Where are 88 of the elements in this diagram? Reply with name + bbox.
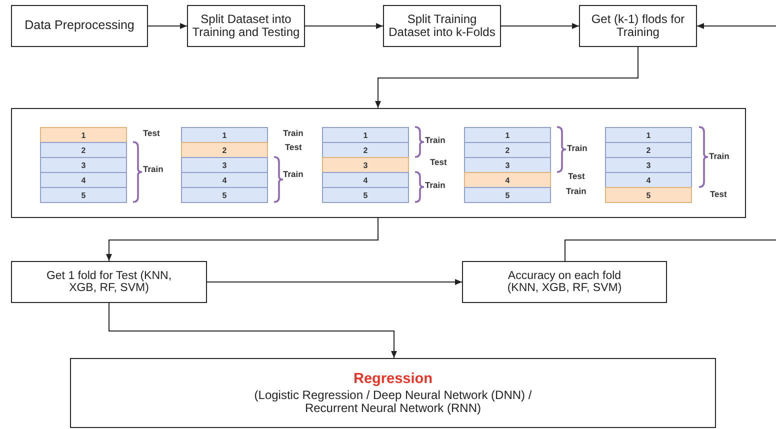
fold-role-label: Train: [283, 128, 304, 138]
fold-role-label: Test: [430, 157, 447, 167]
heading: Regression: [354, 372, 432, 388]
train-fold-cell: [464, 127, 551, 143]
fold-role-label: Test: [285, 142, 302, 152]
process-box: [579, 5, 697, 47]
train-fold-cell: [40, 157, 127, 173]
fold-role-label: Train: [709, 151, 730, 161]
fold-number: 4: [222, 176, 227, 184]
train-fold-cell: [322, 172, 409, 188]
fold-number: 5: [646, 190, 651, 200]
fold-role-label: Train: [425, 180, 446, 190]
fold-role-label: Test: [568, 171, 585, 181]
fold-number: 1: [646, 130, 651, 140]
fold-role-label: Train: [283, 169, 304, 179]
step-label: Split Dataset into Training and Testing: [191, 13, 301, 39]
test-fold-cell: [40, 127, 127, 143]
train-fold-cell: [40, 142, 127, 158]
fold-number: 3: [505, 160, 510, 170]
fold-role-label: Train: [143, 164, 164, 174]
fold-number: 4: [81, 176, 86, 184]
test-fold-cell: [181, 142, 268, 158]
test-fold-cell: [464, 172, 551, 188]
process-box: [187, 5, 305, 47]
connector-line: [564, 240, 776, 262]
step-label: Data Preprocessing: [24, 19, 134, 33]
fold-number: 3: [363, 160, 368, 170]
folds-panel: [11, 108, 746, 218]
test-fold-cell: [605, 187, 692, 203]
fold-role-label: Train: [566, 186, 586, 196]
fold-number: 2: [646, 146, 651, 154]
train-fold-cell: [181, 172, 268, 188]
fold-number: 5: [363, 190, 368, 200]
step-label: Split Training Dataset into k-Folds: [388, 13, 496, 39]
fold-role-label: Test: [710, 189, 727, 199]
fold-number: 3: [222, 160, 227, 170]
train-fold-cell: [464, 142, 551, 158]
fold-number: 2: [505, 146, 510, 154]
process-box: [383, 5, 501, 47]
fold-number: 4: [363, 176, 368, 184]
fold-number: 3: [646, 160, 651, 170]
arrow: [206, 279, 462, 285]
process-box: [11, 5, 148, 47]
train-fold-cell: [181, 157, 268, 173]
train-fold-cell: [40, 172, 127, 188]
step-label: Get 1 fold for Test (KNN, XGB, RF, SVM): [45, 270, 173, 294]
arrow: [696, 23, 776, 29]
fold-number: 1: [363, 130, 368, 140]
fold-number: 4: [646, 176, 651, 184]
fold-number: 1: [222, 130, 227, 140]
process-box: [462, 261, 667, 303]
fold-number: 5: [505, 190, 510, 200]
fold-role-label: Test: [143, 128, 160, 138]
arrow: [375, 46, 638, 108]
arrow: [108, 302, 397, 358]
train-fold-cell: [322, 127, 409, 143]
fold-number: 3: [81, 160, 86, 170]
fold-number: 2: [222, 146, 227, 154]
train-fold-cell: [605, 127, 692, 143]
fold-role-label: Train: [567, 143, 588, 153]
train-fold-cell: [40, 187, 127, 203]
fold-number: 5: [222, 190, 227, 200]
fold-number: 1: [81, 130, 86, 140]
train-fold-cell: [605, 157, 692, 173]
fold-number: 4: [505, 176, 510, 184]
train-fold-cell: [322, 187, 409, 203]
train-fold-cell: [605, 172, 692, 188]
train-fold-cell: [605, 142, 692, 158]
process-box: [11, 261, 207, 303]
step-label: Get (k-1) flods for Training: [590, 13, 686, 39]
arrow: [148, 23, 188, 29]
train-fold-cell: [181, 187, 268, 203]
arrow: [500, 23, 580, 29]
fold-number: 1: [505, 130, 510, 140]
train-fold-cell: [464, 187, 551, 203]
arrow: [106, 218, 378, 262]
fold-number: 2: [81, 146, 86, 154]
process-box: [70, 358, 716, 428]
train-fold-cell: [322, 142, 409, 158]
fold-role-label: Train: [425, 135, 446, 145]
train-fold-cell: [464, 157, 551, 173]
model-list: (Logistic Regression / Deep Neural Network (DNN) / Recurrent Neural Network (RNN): [243, 389, 543, 414]
arrow: [304, 23, 384, 29]
train-fold-cell: [181, 127, 268, 143]
fold-number: 5: [81, 190, 86, 200]
step-label: Accuracy on each fold (KNN, XGB, RF, SVM): [506, 270, 623, 294]
fold-number: 2: [363, 146, 368, 154]
test-fold-cell: [322, 157, 409, 173]
